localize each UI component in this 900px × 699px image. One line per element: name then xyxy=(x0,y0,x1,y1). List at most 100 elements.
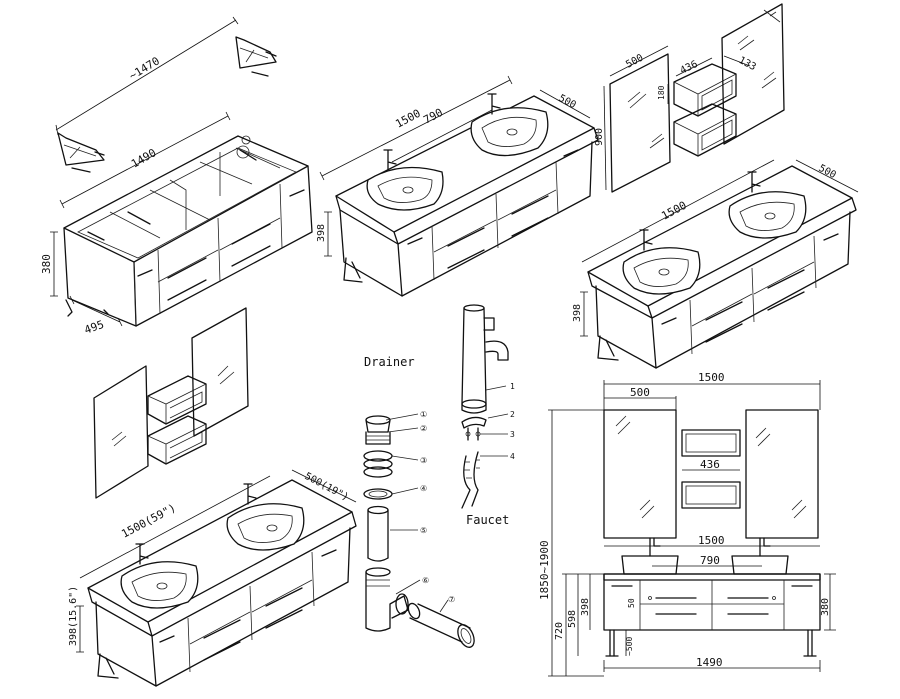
dim-rm-500: 500 xyxy=(795,159,859,193)
dim-depth-495: 495 xyxy=(65,295,123,337)
elev-dim-1500-top: 1500 xyxy=(603,371,821,410)
dim-label-790-a: 790 xyxy=(421,106,445,127)
drainer-num-1: ① xyxy=(420,410,427,419)
dim-label-900: 900 xyxy=(594,128,605,146)
elev-dim-380: 380 xyxy=(820,573,836,631)
dim-label-500-c: 500 xyxy=(817,163,838,181)
dim-label-1490: 1490 xyxy=(129,146,158,171)
dim-label-1500-c: 1500(59") xyxy=(119,501,178,540)
mirror-set-middle xyxy=(93,307,249,499)
dim-shelf-436: 436 xyxy=(675,57,713,77)
vessel-sink-bl-right xyxy=(226,483,305,551)
elev-dim-total-height: 1850~1900 xyxy=(538,409,604,677)
dim-label-500-a: 500 xyxy=(557,93,578,111)
vessel-sink-left xyxy=(366,149,444,211)
drainer-parts: Drainer ① ② ③ ④ ⑤ xyxy=(363,355,475,648)
elev-mirror-left xyxy=(603,409,677,539)
dim-length-1490: 1490 xyxy=(59,111,231,209)
elev-dim-leg: ~500 xyxy=(625,630,634,656)
faucet-num-4: 4 xyxy=(510,452,515,461)
faucet-num-2: 2 xyxy=(510,410,515,419)
dim-label-790-elev: 790 xyxy=(700,554,720,567)
dim-top-398: 398 xyxy=(316,211,332,257)
elev-shelf-lower xyxy=(681,481,741,509)
dim-shelf-180: 180 xyxy=(657,84,669,104)
vessel-sink-bl-left xyxy=(120,543,199,609)
assembled-view-top-center: 1500 790 500 398 xyxy=(316,75,599,297)
elev-dim-720: 720 xyxy=(554,573,604,676)
drainer-label: Drainer xyxy=(364,355,415,369)
mirror-set-view: 500 900 436 133 180 xyxy=(594,3,785,193)
shelf-mid-upper xyxy=(147,375,207,425)
dim-label-398-c: 398(15.6") xyxy=(68,586,79,646)
dim-bl-500: 500(19") xyxy=(291,469,357,503)
drainer-leaders: ① ② ③ ④ ⑤ ⑥ ⑦ xyxy=(385,410,455,613)
dim-label-1500-top: 1500 xyxy=(698,371,725,384)
dim-rm-398: 398 xyxy=(572,291,588,337)
front-elevation-view: 1500 500 436 1500 790 1490 1850~1900 72 xyxy=(538,371,836,677)
mirror-mid-left xyxy=(93,365,149,499)
wall-bracket-right xyxy=(235,36,277,77)
faucet-parts: Faucet 1 2 3 4 xyxy=(461,304,515,527)
faucet-num-1: 1 xyxy=(510,382,515,391)
dim-label-1850-1900: 1850~1900 xyxy=(538,540,551,600)
drainer-num-4: ④ xyxy=(420,484,427,493)
dim-label-1470: ~1470 xyxy=(127,54,162,82)
dim-label-380-elev: 380 xyxy=(820,598,831,616)
drainer-num-7: ⑦ xyxy=(448,595,455,604)
elev-dim-398: 398 xyxy=(580,574,591,630)
cabinet-box xyxy=(63,135,313,327)
dim-label-50: 50 xyxy=(627,598,636,608)
vessel-sink-right xyxy=(470,93,549,157)
elev-mirror-right xyxy=(745,409,819,539)
dim-label-398-elev: 398 xyxy=(580,598,591,616)
drainer-num-6: ⑥ xyxy=(422,576,429,585)
dim-mirror-900: 900 xyxy=(594,85,607,191)
dim-label-leg-500: ~500 xyxy=(625,637,634,656)
dim-label-398-a: 398 xyxy=(316,224,327,242)
drainer-num-3: ③ xyxy=(420,456,427,465)
elev-cabinet xyxy=(603,573,821,631)
elev-shelf-upper xyxy=(681,429,741,457)
dim-label-398-b: 398 xyxy=(572,304,583,322)
dim-mirror-500: 500 xyxy=(609,45,669,77)
faucet-num-3: 3 xyxy=(510,430,515,439)
shelf-mid-lower xyxy=(147,415,207,465)
dim-height-380: 380 xyxy=(40,231,58,297)
faucet-label: Faucet xyxy=(466,513,509,527)
assembled-view-bottom-left: 1500(59") 500(19") 398(15.6") xyxy=(68,469,357,687)
mirror-mid-right xyxy=(191,307,249,437)
assembled-view-right-mid: 1500 500 398 xyxy=(572,159,859,369)
faucet-leaders: 1 2 3 4 xyxy=(480,382,515,461)
dim-bl-398: 398(15.6") xyxy=(68,586,84,653)
dim-shelf-133: 133 xyxy=(723,55,758,73)
elev-dim-50: 50 xyxy=(627,598,636,608)
dim-label-500-elev: 500 xyxy=(630,386,650,399)
drainer-num-2: ② xyxy=(420,424,427,433)
elev-dim-436: 436 xyxy=(682,458,740,471)
dim-label-436-a: 436 xyxy=(678,59,699,77)
elev-brackets xyxy=(605,629,817,657)
dim-label-598: 598 xyxy=(567,610,578,628)
dim-top-500: 500 xyxy=(539,89,591,119)
dim-label-1500-b: 1500 xyxy=(659,199,689,223)
elev-dim-500: 500 xyxy=(604,386,677,410)
drainer-num-5: ⑤ xyxy=(420,526,427,535)
dim-label-133: 133 xyxy=(737,55,758,73)
dim-label-436-elev: 436 xyxy=(700,458,720,471)
elev-dim-790: 790 xyxy=(652,554,762,567)
unassembled-cabinet-view: ~1470 1490 380 xyxy=(40,16,313,337)
dim-label-495: 495 xyxy=(83,318,106,337)
dim-label-1490-elev: 1490 xyxy=(696,656,723,669)
mirror-left xyxy=(609,53,671,193)
dim-label-380: 380 xyxy=(40,254,53,274)
dim-label-720: 720 xyxy=(554,622,565,640)
elev-dim-1490: 1490 xyxy=(603,656,821,672)
dim-label-180: 180 xyxy=(657,85,666,100)
wall-bracket-left xyxy=(57,132,105,173)
dim-label-1500-mid: 1500 xyxy=(698,534,725,547)
elev-dim-1500-mid: 1500 xyxy=(604,534,820,547)
mirror-right xyxy=(721,3,785,145)
vessel-sink-rm-left xyxy=(622,229,701,295)
vessel-sink-rm-right xyxy=(728,171,807,239)
